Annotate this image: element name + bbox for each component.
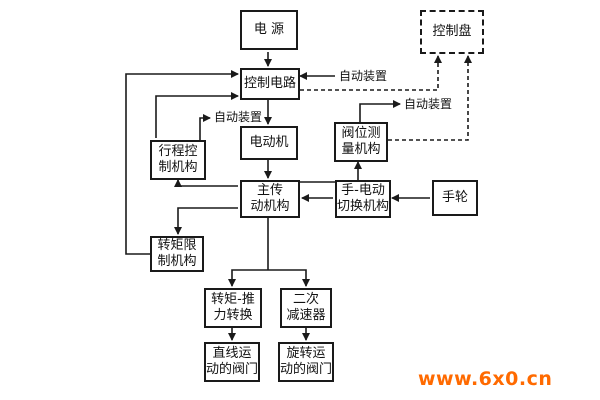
- arrow-travel-to-auto: [199, 114, 211, 140]
- handwheel-box: 手轮: [432, 180, 478, 216]
- auto-device-label-2: 自动装置: [403, 97, 454, 111]
- arrow-to-torque-thrust: [228, 269, 268, 287]
- secondary-reducer-box: 二次 减速器: [280, 288, 332, 328]
- auto-device-label-3: 自动装置: [213, 110, 264, 124]
- arrow-valve-position-to-panel: [388, 55, 472, 141]
- valve-position-box: 阀位测 量机构: [334, 122, 388, 162]
- motor-box: 电动机: [240, 126, 298, 160]
- arrow-torque-limit-to-control: [125, 70, 239, 255]
- rotary-valve-box: 旋转运 动的阀门: [278, 342, 334, 382]
- watermark: www.6x0.cn: [418, 368, 553, 390]
- linear-valve-box: 直线运 动的阀门: [204, 342, 260, 382]
- main-drive-box: 主传 动机构: [240, 180, 300, 218]
- arrow-travel-to-control: [155, 92, 239, 138]
- torque-thrust-box: 转矩-推 力转换: [204, 288, 262, 328]
- arrow-main-drive-to-torque-limit: [174, 207, 238, 235]
- manual-switch-box: 手-电动 切换机构: [335, 180, 391, 218]
- arrow-main-drive-to-valve-position: [300, 161, 362, 183]
- torque-limit-box: 转矩限 制机构: [150, 236, 204, 272]
- control-circuit-box: 控制电路: [240, 68, 300, 100]
- control-panel-box: 控制盘: [420, 10, 484, 54]
- travel-control-box: 行程控 制机构: [150, 140, 206, 180]
- arrow-control-to-panel: [300, 55, 442, 91]
- auto-device-label-1: 自动装置: [338, 69, 389, 83]
- arrow-valve-position-to-auto: [359, 100, 401, 122]
- power-box: 电 源: [240, 10, 298, 50]
- arrow-main-drive-to-travel: [174, 179, 238, 187]
- arrow-to-secondary-reducer: [268, 269, 310, 287]
